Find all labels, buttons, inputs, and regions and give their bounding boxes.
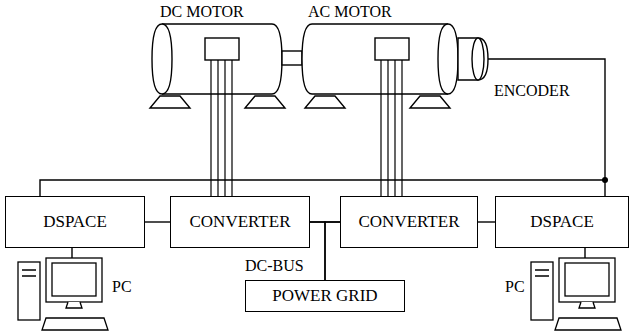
block-label: DSPACE: [43, 213, 107, 232]
block-label: CONVERTER: [359, 213, 460, 232]
part-label: DC MOTOR: [158, 3, 246, 21]
block-label: DSPACE: [530, 213, 594, 232]
junction-dot: [602, 177, 608, 183]
pc-left: [18, 258, 108, 330]
block-box: CONVERTER: [170, 196, 310, 248]
encoder: [458, 38, 488, 80]
pc-link: [72, 248, 585, 258]
block-label: CONVERTER: [190, 213, 291, 232]
power-connector: [325, 222, 340, 280]
part-label: AC MOTOR: [306, 3, 394, 21]
power-connector: [145, 221, 170, 222]
encoder-wire: [40, 59, 605, 196]
bus-label: DC-BUS: [243, 257, 306, 275]
power-connector: [478, 221, 495, 222]
shaft: [282, 51, 302, 65]
block-box: POWER GRID: [245, 280, 405, 312]
pc-label: PC: [110, 278, 134, 296]
block-box: CONVERTER: [340, 196, 478, 248]
block-box: DSPACE: [495, 196, 629, 248]
pc-label: PC: [503, 278, 527, 296]
part-label: ENCODER: [492, 82, 572, 100]
block-box: DSPACE: [5, 196, 145, 248]
power-connector: [310, 222, 325, 280]
ac-motor: [302, 24, 458, 108]
dc-motor-wires: [211, 60, 232, 196]
pc-right: [531, 258, 621, 330]
block-label: POWER GRID: [272, 287, 377, 306]
ac-motor-wires: [381, 60, 402, 196]
